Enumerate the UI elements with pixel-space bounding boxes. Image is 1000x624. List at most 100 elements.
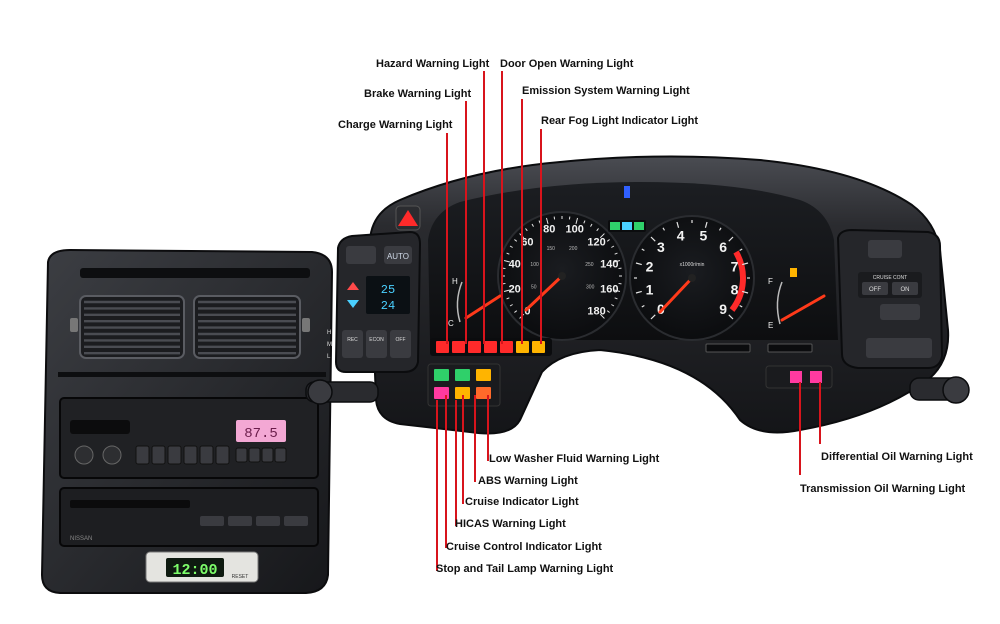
audio-brand: NISSAN [70, 536, 92, 542]
label-low-washer-warning: Low Washer Fluid Warning Light [489, 453, 659, 466]
radio-function-button[interactable] [236, 448, 247, 462]
climate-button[interactable] [342, 330, 363, 358]
label-transmission-oil-warning: Transmission Oil Warning Light [800, 483, 965, 496]
vent-knob-left[interactable] [70, 318, 78, 332]
tach-tick-label: 8 [731, 281, 739, 297]
audio-button[interactable] [284, 516, 308, 526]
fog-light-button[interactable] [880, 304, 920, 320]
radio-preset-button[interactable] [152, 446, 165, 464]
wiper-stalk[interactable] [306, 380, 378, 404]
tach-tick-label: 1 [646, 281, 654, 297]
radio-knob-left[interactable] [75, 446, 93, 464]
tach-tick-label: 6 [719, 239, 727, 255]
warning-lamp [484, 341, 497, 353]
speed-km-label: 250 [585, 262, 594, 268]
console-top-slot [80, 268, 310, 278]
radio-function-button[interactable] [249, 448, 260, 462]
radio-preset-button[interactable] [136, 446, 149, 464]
label-rear-fog-indicator: Rear Fog Light Indicator Light [541, 115, 698, 128]
label-door-open-warning: Door Open Warning Light [500, 58, 633, 71]
tach-tick-label: 4 [677, 228, 685, 244]
climate-out-temp: 24 [381, 299, 395, 313]
speed-tick-label: 20 [509, 284, 521, 296]
air-vent-right[interactable] [194, 296, 300, 358]
climate-button[interactable] [390, 330, 411, 358]
warning-lamp [532, 341, 545, 353]
radio-cassette-unit: 87.5 [60, 398, 318, 478]
label-cruise-control-indicator: Cruise Control Indicator Light [446, 541, 602, 554]
speed-km-label: 150 [547, 246, 556, 252]
warning-lamp [468, 341, 481, 353]
temp-cold-label: C [448, 319, 454, 328]
rear-defrost-button[interactable] [868, 240, 902, 258]
cruise-control-pod: CRUISE CONT OFF ON [838, 230, 942, 368]
disc-slot[interactable] [70, 500, 190, 508]
auto-label: AUTO [387, 252, 409, 261]
label-brake-warning: Brake Warning Light [364, 88, 471, 101]
radio-preset-button[interactable] [200, 446, 213, 464]
speed-km-label: 50 [531, 284, 537, 290]
label-differential-oil-warning: Differential Oil Warning Light [821, 451, 973, 464]
radio-preset-buttons [136, 446, 286, 464]
speed-tick-label: 100 [566, 224, 584, 236]
radio-preset-button[interactable] [168, 446, 181, 464]
speed-tick-label: 40 [509, 258, 521, 270]
climate-button-label: REC [347, 337, 358, 343]
audio-button[interactable] [200, 516, 224, 526]
label-charge-warning: Charge Warning Light [338, 119, 452, 132]
radio-function-button[interactable] [275, 448, 286, 462]
audio-button[interactable] [228, 516, 252, 526]
speed-tick-label: 60 [521, 236, 533, 248]
fuel-full-label: F [768, 277, 773, 286]
odometer-display [706, 344, 750, 352]
clock-reset-label: RESET [232, 574, 249, 580]
high-beam-indicator [624, 186, 630, 198]
speed-tick-label: 120 [587, 236, 605, 248]
radio-function-button[interactable] [262, 448, 273, 462]
fan-speed-label: H [327, 330, 331, 336]
climate-button-label: ECON [369, 337, 384, 343]
label-abs-warning: ABS Warning Light [478, 475, 578, 488]
clock-time: 12:00 [172, 562, 217, 579]
cruise-cont-label: CRUISE CONT [873, 275, 907, 281]
cruise-on-label: ON [901, 287, 910, 293]
label-emission-warning: Emission System Warning Light [522, 85, 690, 98]
speed-tick-label: 80 [543, 224, 555, 236]
fan-speed-label: M [327, 342, 332, 348]
indicator-blue [622, 222, 632, 230]
light-stalk[interactable] [910, 377, 969, 403]
cassette-slot[interactable] [70, 420, 130, 434]
warning-lamp [452, 341, 465, 353]
hazard-button[interactable] [396, 206, 420, 230]
temp-hot-label: H [452, 277, 458, 286]
defrost-button[interactable] [346, 246, 376, 264]
tach-tick-label: 5 [700, 228, 708, 244]
radio-knob-right[interactable] [103, 446, 121, 464]
indicator-green-2 [634, 222, 644, 230]
air-vent-left[interactable] [80, 296, 184, 358]
warning-lamp [455, 369, 470, 381]
center-console: 87.5 NISSAN 12:00 RESET [42, 250, 332, 593]
radio-preset-button[interactable] [216, 446, 229, 464]
transmission-oil-lamp [790, 371, 802, 383]
tach-unit: x1000r/min [680, 262, 705, 268]
vent-knob-right[interactable] [302, 318, 310, 332]
radio-frequency: 87.5 [244, 426, 278, 442]
mirror-control-panel[interactable] [866, 338, 932, 358]
climate-button-label: OFF [396, 337, 406, 343]
label-hicas-warning: HICAS Warning Light [455, 518, 566, 531]
speed-km-label: 300 [586, 284, 595, 290]
climate-button[interactable] [366, 330, 387, 358]
speed-tick-label: 140 [600, 258, 618, 270]
trip-display [768, 344, 812, 352]
label-hazard-warning: Hazard Warning Light [376, 58, 489, 71]
lower-audio-unit: NISSAN [60, 488, 318, 546]
cruise-off-label: OFF [869, 287, 881, 293]
audio-button[interactable] [256, 516, 280, 526]
radio-preset-button[interactable] [184, 446, 197, 464]
speed-km-label: 100 [530, 262, 539, 268]
